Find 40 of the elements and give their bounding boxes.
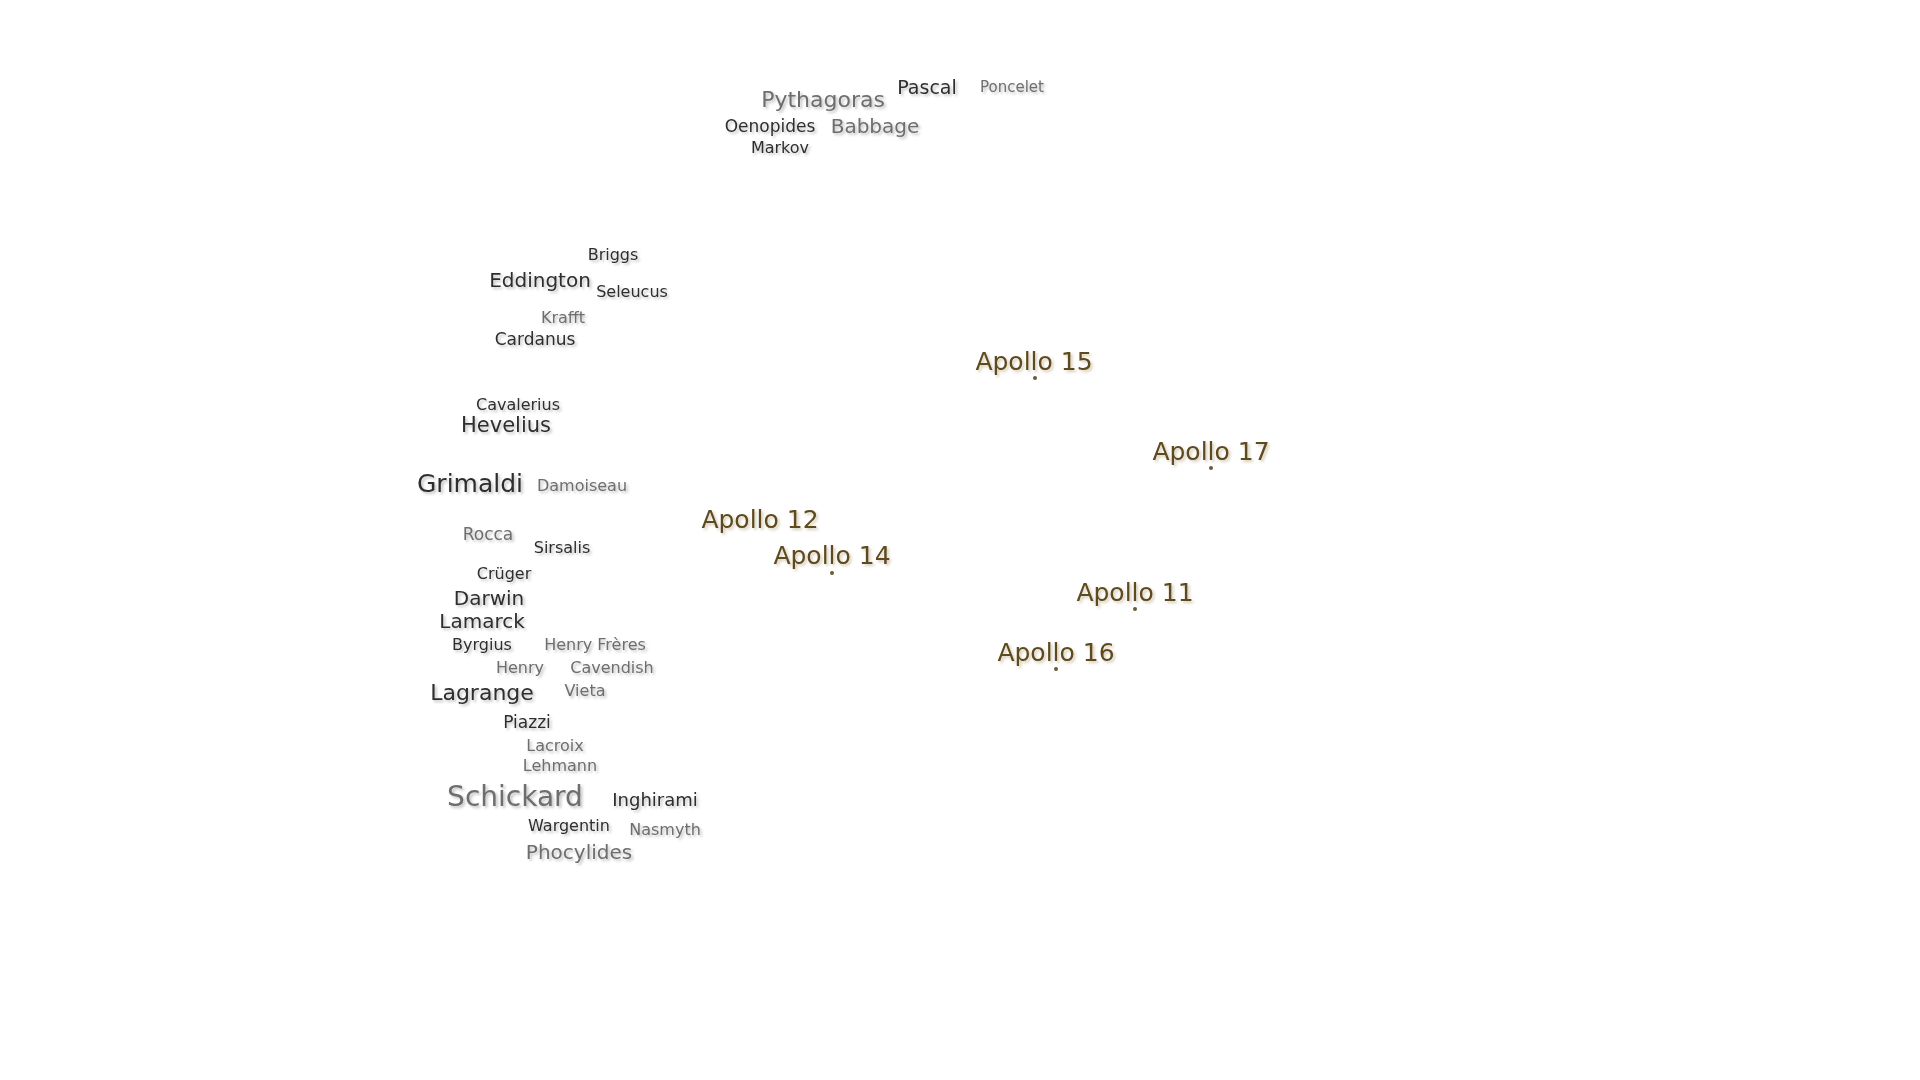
landing-site-label: Apollo 12 [701,506,819,534]
crater-label: Markov [750,139,810,157]
crater-label: Byrgius [452,636,512,654]
landing-site-label: Apollo 15 [975,348,1093,376]
crater-label: Hevelius [461,414,551,438]
crater-label: Damoiseau [536,477,628,495]
crater-label: Crüger [476,565,532,583]
crater-label: Vieta [564,682,606,700]
crater-label: Lamarck [439,610,525,632]
crater-label: Lagrange [430,680,534,706]
crater-label: Piazzi [503,712,551,732]
crater-label: Darwin [453,587,525,609]
crater-label: Henry [495,659,545,677]
crater-label: Pythagoras [761,87,885,113]
landing-site-label: Apollo 11 [1076,579,1194,607]
crater-label: Schickard [447,781,583,813]
crater-label: Cavendish [570,659,654,677]
crater-label: Babbage [830,115,920,137]
crater-label: Cardanus [494,329,576,349]
landing-site-label: Apollo 17 [1152,438,1270,466]
crater-label: Cavalerius [476,396,560,414]
landing-site-label: Apollo 16 [997,639,1115,667]
crater-label: Seleucus [596,283,668,301]
crater-label: Sirsalis [533,539,591,557]
crater-label: Oenopides [724,116,816,136]
crater-label: Rocca [462,524,514,544]
crater-label: Krafft [540,309,586,327]
crater-label: Nasmyth [629,821,701,839]
crater-label: Lacroix [526,737,584,755]
crater-label: Inghirami [612,790,698,810]
crater-label: Henry Frères [544,636,646,654]
crater-label: Grimaldi [417,470,523,498]
crater-label: Wargentin [528,817,610,835]
crater-label: Briggs [587,246,639,264]
crater-label: Poncelet [980,78,1044,96]
landing-site-label: Apollo 14 [773,542,891,570]
crater-label: Phocylides [525,841,633,863]
crater-label: Eddington [489,269,591,291]
crater-label: Lehmann [522,757,598,775]
crater-label: Pascal [897,76,957,98]
